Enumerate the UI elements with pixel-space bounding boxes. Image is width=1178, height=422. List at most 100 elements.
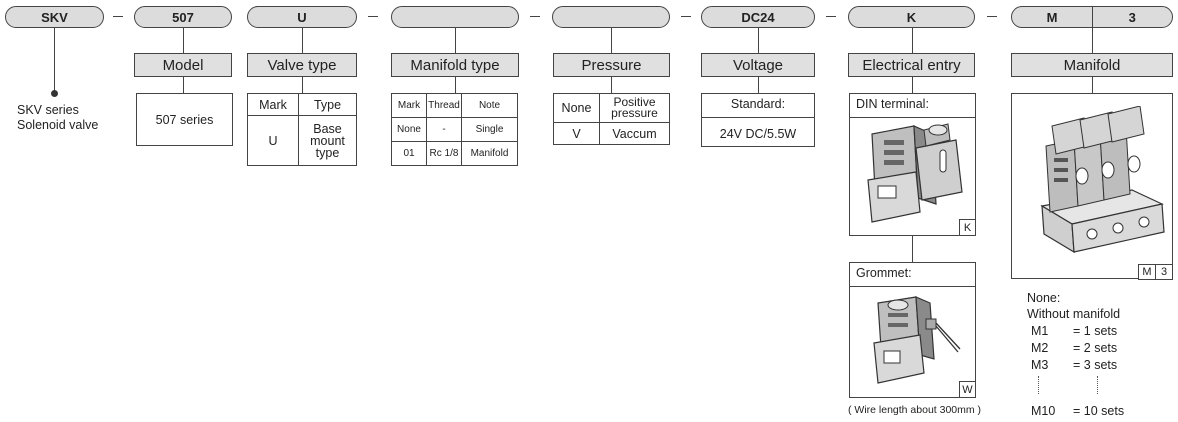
manifold-type-table: Mark Thread Note None - Single 01 Rc 1/8…: [391, 93, 518, 166]
pressure-row2-value: Vaccum: [599, 122, 670, 145]
voltage-header: Voltage: [701, 53, 815, 77]
voltage-box: Standard: 24V DC/5.5W: [701, 93, 815, 147]
grommet-box: Grommet: W: [849, 262, 976, 398]
series-note-line1: SKV series: [17, 103, 79, 117]
manifold-row-code: M10: [1031, 404, 1056, 418]
connector-line: [1092, 28, 1094, 53]
grommet-tag: W: [959, 381, 976, 398]
code-pressure-pill: [552, 6, 670, 28]
series-dot: [51, 90, 58, 97]
separator-dash: [987, 16, 997, 18]
pressure-row1-value-1: Positive: [613, 95, 656, 109]
pressure-row1-mark: None: [553, 93, 600, 123]
manifold-row-code: M2: [1031, 341, 1049, 355]
connector-line: [1092, 77, 1094, 93]
connector-line: [912, 77, 914, 93]
manifold-type-cell: None: [391, 117, 427, 142]
electrical-header: Electrical entry: [848, 53, 975, 77]
din-label: DIN terminal:: [856, 97, 929, 111]
manifold-box: M 3: [1011, 93, 1173, 280]
manifold-row-code: M1: [1031, 324, 1049, 338]
valve-type-row-type-1: Base: [313, 121, 342, 136]
manifold-tag-m: M: [1138, 264, 1156, 280]
connector-line: [183, 28, 185, 53]
manifold-none-label: None:: [1027, 291, 1061, 305]
manifold-type-cell: -: [426, 117, 462, 142]
manifold-type-cell: Single: [461, 117, 518, 142]
model-box: 507 series: [136, 93, 233, 146]
voltage-value: 24V DC/5.5W: [719, 127, 797, 141]
pressure-header: Pressure: [553, 53, 670, 77]
manifold-row-desc: = 1 sets: [1073, 324, 1118, 338]
separator-dash: [681, 16, 691, 18]
code-valve-type-pill: U: [247, 6, 357, 28]
code-manifold-m: M: [1046, 9, 1058, 25]
code-model: 507: [172, 9, 194, 25]
grommet-divider: [850, 286, 975, 288]
din-valve-image: [867, 123, 963, 223]
manifold-ellipsis-line: [1097, 376, 1098, 394]
separator-dash: [368, 16, 378, 18]
model-header: Model: [134, 53, 232, 77]
connector-line: [54, 28, 56, 93]
separator-dash: [826, 16, 836, 18]
model-value: 507 series: [155, 112, 214, 127]
connector-line: [758, 28, 760, 53]
voltage-divider: [702, 117, 814, 119]
valve-type-row-type: Base mount type: [298, 115, 357, 166]
manifold-type-header: Manifold type: [391, 53, 519, 77]
connector-line: [611, 28, 613, 53]
manifold-header: Manifold: [1011, 53, 1173, 77]
connector-line: [455, 77, 457, 93]
valve-type-col-mark: Mark: [247, 93, 299, 116]
manifold-type-col: Thread: [426, 93, 462, 118]
manifold-type-cell: Manifold: [461, 141, 518, 166]
manifold-row-desc: = 10 sets: [1073, 404, 1125, 418]
valve-type-col-type: Type: [298, 93, 357, 116]
din-terminal-box: DIN terminal: K: [849, 93, 976, 236]
manifold-type-cell: 01: [391, 141, 427, 166]
valve-type-row-type-3: type: [315, 145, 340, 160]
manifold-row-desc: = 3 sets: [1073, 358, 1118, 372]
valve-type-table: Mark Type U Base mount type: [247, 93, 357, 166]
wire-note: ( Wire length about 300mm ): [848, 404, 982, 416]
code-electrical-pill: K: [848, 6, 975, 28]
voltage-standard-label: Standard:: [730, 97, 786, 111]
separator-dash: [113, 16, 123, 18]
manifold-ellipsis-line: [1038, 376, 1039, 394]
code-manifold-type-pill: [391, 6, 519, 28]
pressure-row1-value-2: pressure: [611, 106, 658, 120]
connector-line: [183, 77, 185, 93]
pressure-row1-value: Positive pressure: [599, 93, 670, 123]
code-electrical: K: [906, 9, 917, 25]
code-series: SKV: [41, 9, 68, 25]
code-voltage-pill: DC24: [701, 6, 815, 28]
connector-line: [302, 77, 304, 93]
manifold-tag-n: 3: [1155, 264, 1173, 280]
pressure-row2-mark: V: [553, 122, 600, 145]
manifold-valve-image: [1040, 106, 1165, 254]
code-manifold-pill: M 3: [1011, 6, 1173, 28]
code-manifold-divider: [1092, 7, 1094, 27]
code-model-pill: 507: [134, 6, 232, 28]
code-series-pill: SKV: [5, 6, 104, 28]
code-voltage: DC24: [741, 9, 775, 25]
valve-type-header: Valve type: [247, 53, 357, 77]
code-manifold-n: 3: [1128, 9, 1136, 25]
manifold-type-col: Mark: [391, 93, 427, 118]
manifold-none-desc: Without manifold: [1027, 307, 1121, 321]
manifold-row-desc: = 2 sets: [1073, 341, 1118, 355]
pressure-table: None Positive pressure V Vaccum: [553, 93, 670, 145]
connector-line: [302, 28, 304, 53]
connector-line: [455, 28, 457, 53]
din-divider: [850, 117, 975, 119]
valve-type-row-type-2: mount: [310, 133, 345, 148]
manifold-type-cell: Rc 1/8: [426, 141, 462, 166]
valve-type-row-mark: U: [247, 115, 299, 166]
din-tag: K: [959, 219, 976, 236]
series-note-line2: Solenoid valve: [17, 118, 99, 132]
grommet-valve-image: [873, 296, 961, 384]
grommet-label: Grommet:: [856, 266, 912, 280]
manifold-type-col: Note: [461, 93, 518, 118]
connector-line: [611, 77, 613, 93]
